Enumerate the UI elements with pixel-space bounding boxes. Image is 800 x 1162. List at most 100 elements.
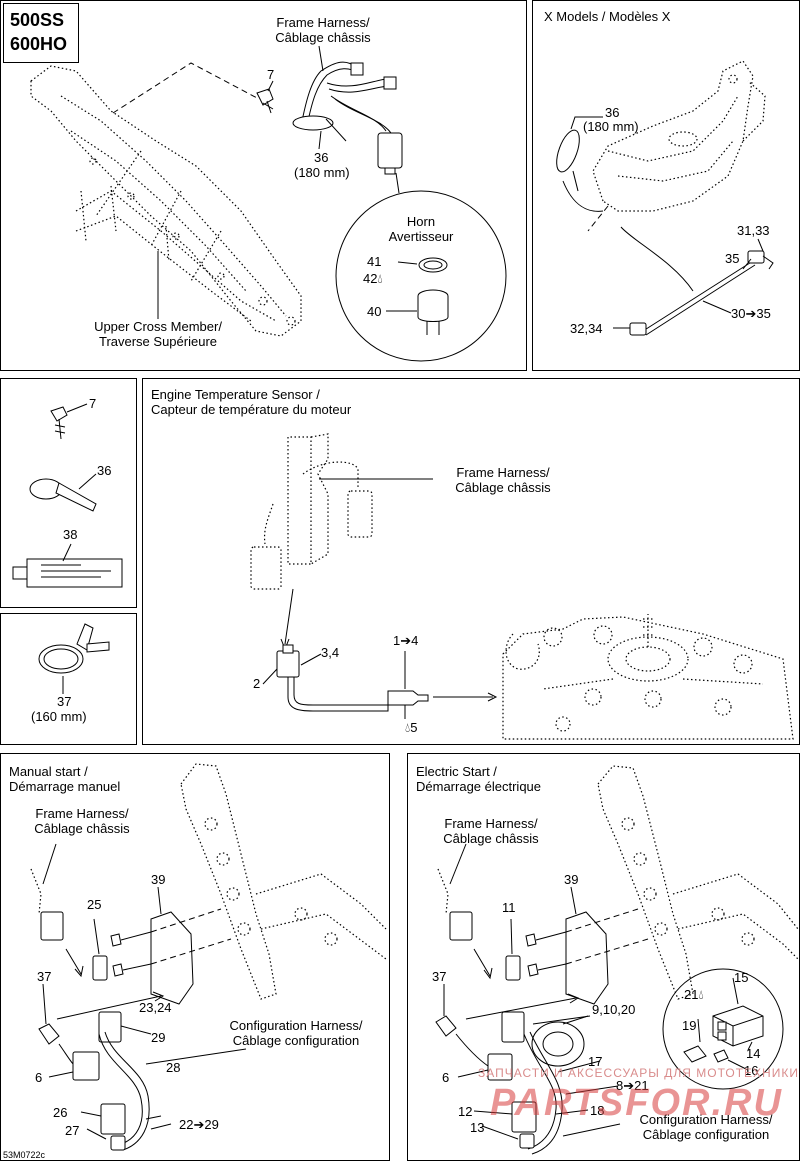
callout-14: 14 <box>746 1046 761 1061</box>
horn-40 <box>417 289 449 335</box>
x-models-title: X Models / Modèles X <box>544 9 671 24</box>
screw-7 <box>256 88 274 114</box>
electric-start-title: Electric Start / Démarrage électrique <box>416 764 542 794</box>
callout-35: 35 <box>725 251 740 266</box>
callout-41: 41 <box>367 254 382 269</box>
frame-structure <box>30 65 302 337</box>
callout-22-29: 22➔29 <box>179 1117 219 1132</box>
callout-36: 36 <box>97 463 112 478</box>
callout-37: 37 <box>57 694 72 709</box>
callout-26: 26 <box>53 1105 68 1120</box>
callout-23-24: 23,24 <box>139 1000 172 1015</box>
configuration-harness <box>98 1031 150 1151</box>
watermark-caption: ЗАПЧАСТИ И АКСЕССУАРЫ ДЛЯ МОТОТЕХНИКИ <box>478 1066 799 1080</box>
callout-36-length: (180 mm) <box>583 119 639 134</box>
configuration-harness <box>511 1031 563 1155</box>
horn-label: Horn Avertisseur <box>388 214 454 244</box>
temperature-sensor-cable <box>276 644 429 712</box>
callout-27: 27 <box>65 1123 80 1138</box>
starter-solenoid <box>531 1021 585 1067</box>
frame-harness-label: Frame Harness/ Câblage châssis <box>275 15 371 45</box>
fuse-box-15 <box>712 1005 764 1047</box>
clamp-37 <box>38 1023 60 1045</box>
callout-42: 42💧︎ <box>363 271 383 286</box>
bracket-39 <box>150 911 194 1005</box>
callout-1-4: 1➔4 <box>393 633 419 648</box>
hardware-drawing <box>12 403 123 588</box>
clamp-drawing <box>38 623 110 694</box>
callout-36: 36 <box>314 150 329 165</box>
fuse-box-detail-circle <box>662 968 784 1090</box>
callout-5: 💧︎5 <box>405 720 418 735</box>
callout-39: 39 <box>151 872 166 887</box>
model-500ss: 500SS <box>10 10 65 30</box>
callout-29: 29 <box>151 1030 166 1045</box>
callout-19: 19 <box>682 1018 697 1033</box>
callout-40: 40 <box>367 304 382 319</box>
callout-30-35: 30➔35 <box>731 306 771 321</box>
manual-start-title: Manual start / Démarrage manuel <box>9 764 121 794</box>
frame-harness-bracket <box>250 433 373 590</box>
part-25 <box>92 955 108 981</box>
callout-9-10-20: 9,10,20 <box>592 1002 636 1017</box>
callout-31-33: 31,33 <box>737 223 770 238</box>
cable-tie-36 <box>292 115 334 131</box>
cable-tie-36 <box>29 478 97 512</box>
connector-23-24 <box>98 1011 122 1043</box>
relay-6 <box>72 1051 100 1081</box>
frame-harness-connector <box>40 911 64 941</box>
panel-temperature-sensor: Engine Temperature Sensor / Capteur de t… <box>142 378 800 745</box>
bolts <box>525 931 567 977</box>
x-models-drawing <box>556 60 774 336</box>
callout-17: 17 <box>588 1054 603 1069</box>
bolts <box>110 931 152 977</box>
grease-tube-38 <box>12 558 123 588</box>
electric-start-drawing <box>435 765 799 1155</box>
frame-harness-label: Frame Harness/ Câblage châssis <box>455 465 551 495</box>
callout-39: 39 <box>564 872 579 887</box>
fuse-19 <box>683 1045 707 1063</box>
clamp-37 <box>435 1015 457 1037</box>
callout-28: 28 <box>166 1060 181 1075</box>
figure-code: 53M0722c <box>3 1150 46 1160</box>
panel-electric-start: Electric Start / Démarrage électrique Fr… <box>407 753 800 1161</box>
callout-18: 18 <box>590 1103 605 1118</box>
callout-37-length: (160 mm) <box>31 709 87 724</box>
manual-start-drawing <box>30 763 387 1151</box>
callout-8-21: 8➔21 <box>616 1078 649 1093</box>
cable-tie-36 <box>556 129 580 173</box>
upper-cross-member-label: Upper Cross Member/ Traverse Supérieure <box>94 319 222 349</box>
callout-11: 11 <box>502 900 516 915</box>
callout-2: 2 <box>253 676 261 691</box>
configuration-harness-label: Configuration Harness/ Câblage configura… <box>639 1112 773 1142</box>
grease-drop-icon: 💧︎ <box>698 987 704 1002</box>
part-11 <box>505 955 521 981</box>
grease-drop-icon: 💧︎ <box>377 271 383 286</box>
callout-36: 36 <box>605 105 620 120</box>
callout-6: 6 <box>35 1070 43 1085</box>
callout-38: 38 <box>63 527 78 542</box>
callout-21: 21💧︎ <box>684 987 704 1002</box>
callout-16: 16 <box>744 1063 759 1078</box>
frame-harness-label: Frame Harness/ Câblage châssis <box>443 816 539 846</box>
screw-7 <box>50 406 68 440</box>
fuse-16 <box>713 1049 729 1063</box>
callout-3-4: 3,4 <box>321 645 340 660</box>
panel-clamp: 37 (160 mm) <box>0 613 137 745</box>
callout-12: 12 <box>458 1104 473 1119</box>
callout-7: 7 <box>267 67 275 82</box>
callout-13: 13 <box>470 1120 485 1135</box>
model-600ho: 600HO <box>10 34 68 54</box>
temperature-sensor-drawing <box>250 433 794 740</box>
callout-25: 25 <box>87 897 102 912</box>
callout-37: 37 <box>432 969 447 984</box>
oil-tank <box>592 60 766 212</box>
steering-bracket <box>180 763 387 1000</box>
callout-7: 7 <box>89 396 97 411</box>
oil-level-sensor-cable <box>629 250 774 336</box>
temperature-sensor-title: Engine Temperature Sensor / Capteur de t… <box>151 387 352 417</box>
frame-harness-cable <box>300 61 397 134</box>
frame-harness-label: Frame Harness/ Câblage châssis <box>34 806 130 836</box>
panel-x-models: X Models / Modèles X 36 (180 mm) 31,33 3… <box>532 0 800 371</box>
relay-6 <box>487 1053 513 1081</box>
